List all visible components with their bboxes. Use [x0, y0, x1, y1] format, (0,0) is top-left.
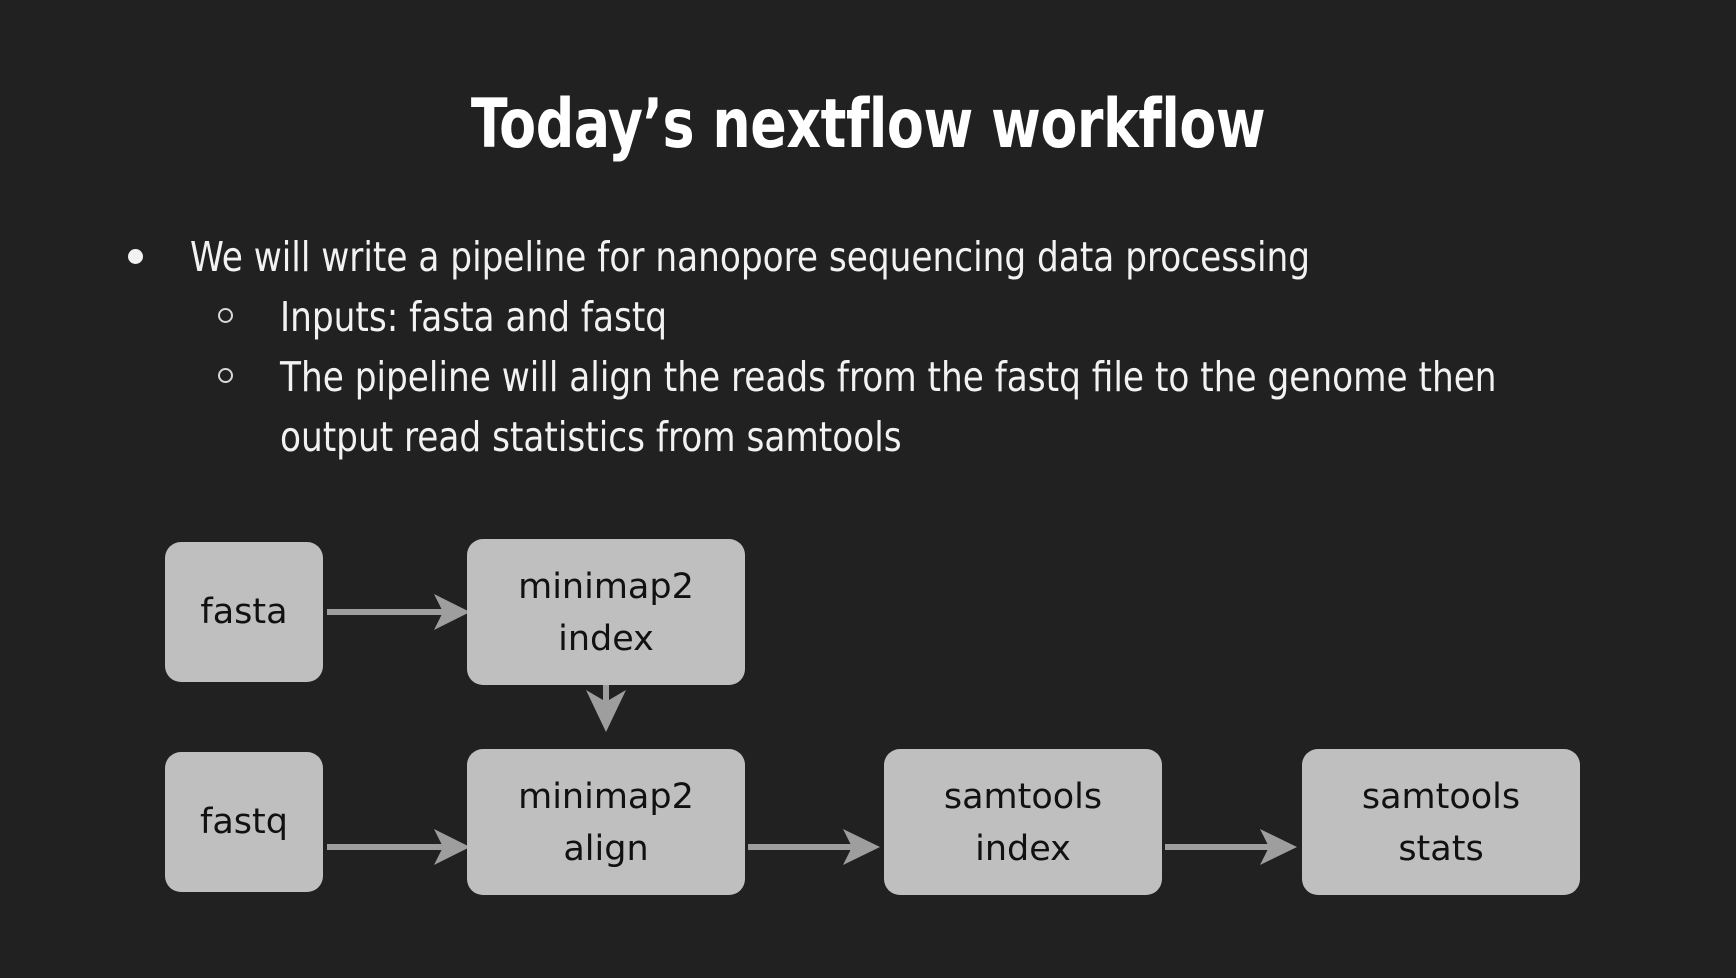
node-minimap2-align-label-line1: minimap2	[518, 777, 694, 817]
node-minimap2-align: minimap2 align	[467, 749, 745, 895]
node-fasta-label: fasta	[200, 592, 287, 632]
bullet-disc-icon	[128, 228, 190, 288]
list-item-label: We will write a pipeline for nanopore se…	[190, 233, 1311, 281]
edge-samtools-index-to-samtools-stats	[1165, 829, 1297, 865]
bullet-circle-icon	[218, 348, 280, 408]
edge-minimap2-index-to-minimap2-align	[586, 685, 626, 732]
page-title: Today’s nextflow workflow	[470, 85, 1266, 164]
bullet-list: We will write a pipeline for nanopore se…	[128, 228, 1648, 467]
node-minimap2-align-box	[467, 749, 745, 895]
node-minimap2-index-label-line1: minimap2	[518, 567, 694, 607]
list-item-label: The pipeline will align the reads from t…	[280, 352, 1508, 461]
node-minimap2-index-label-line2: index	[558, 619, 654, 659]
node-minimap2-index: minimap2 index	[467, 539, 745, 685]
node-samtools-stats-box	[1302, 749, 1580, 895]
node-fastq: fastq	[165, 752, 323, 892]
node-samtools-stats: samtools stats	[1302, 749, 1580, 895]
node-fastq-label: fastq	[200, 802, 288, 842]
edge-fasta-to-minimap2-index	[327, 594, 470, 630]
edge-minimap2-align-to-samtools-index	[748, 829, 880, 865]
workflow-diagram: fasta minimap2 index	[0, 500, 1736, 920]
bullet-circle-icon	[218, 288, 280, 348]
list-item: Inputs: fasta and fastq	[218, 288, 1648, 348]
list-item-label: Inputs: fasta and fastq	[280, 292, 668, 341]
node-samtools-index: samtools index	[884, 749, 1162, 895]
node-samtools-index-label-line2: index	[975, 829, 1071, 869]
node-fasta: fasta	[165, 542, 323, 682]
list-item: The pipeline will align the reads from t…	[218, 348, 1648, 468]
node-fasta-box	[165, 542, 323, 682]
node-minimap2-align-label-line2: align	[563, 829, 648, 869]
node-minimap2-index-box	[467, 539, 745, 685]
edge-fastq-to-minimap2-align	[327, 829, 470, 865]
node-fastq-box	[165, 752, 323, 892]
node-samtools-stats-label-line1: samtools	[1362, 777, 1520, 817]
node-samtools-stats-label-line2: stats	[1398, 829, 1483, 869]
node-samtools-index-label-line1: samtools	[944, 777, 1102, 817]
node-samtools-index-box	[884, 749, 1162, 895]
list-item: We will write a pipeline for nanopore se…	[128, 228, 1648, 288]
